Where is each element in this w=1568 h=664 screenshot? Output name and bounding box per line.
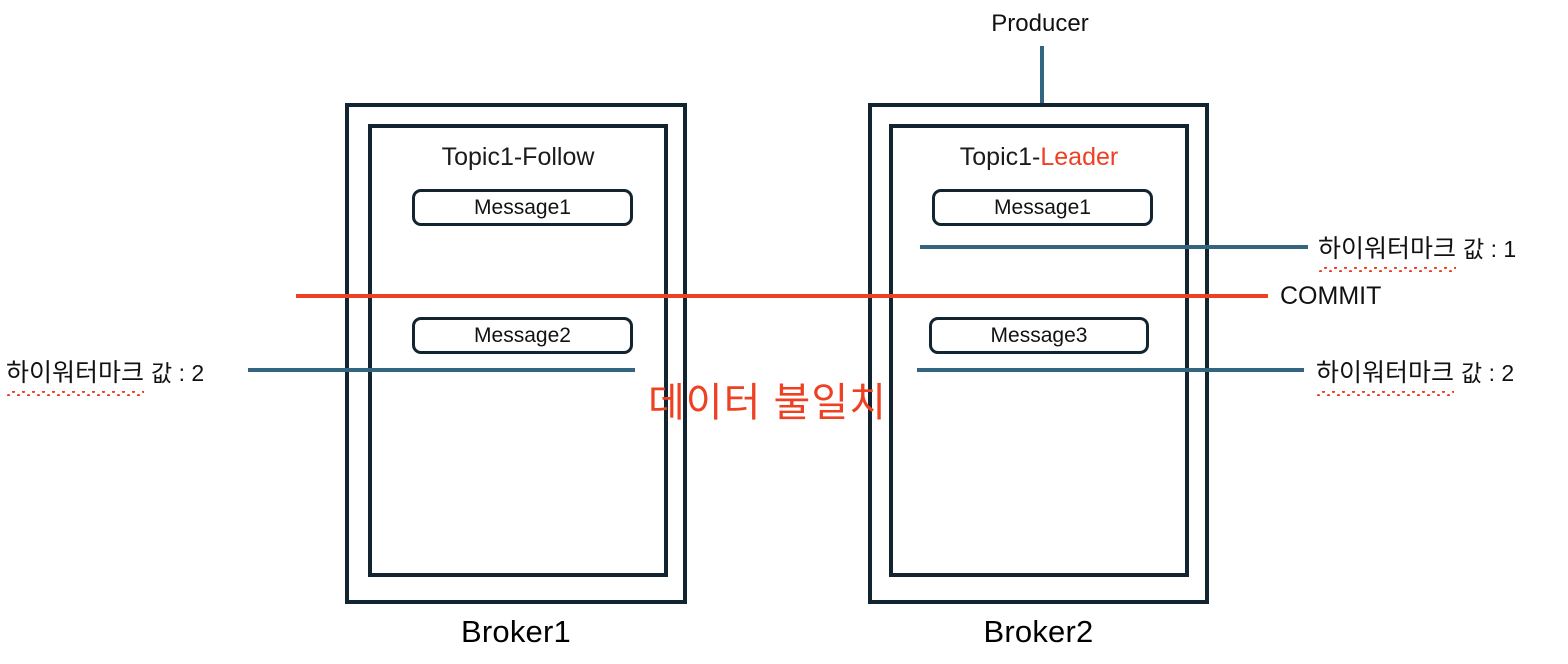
broker2-topic-role: Leader — [1040, 143, 1119, 171]
broker1-topic-role: Follow — [522, 143, 595, 171]
highwatermark-line-right-lower — [917, 368, 1304, 372]
annotation-highwatermark-right-lower-korean: 하이워터마크 — [1316, 353, 1455, 396]
data-mismatch-warning: 데이터 불일치 — [648, 381, 887, 425]
annotation-highwatermark-right-lower: 하이워터마크 값 : 2 — [1316, 353, 1515, 396]
broker1-topic-title: Topic1-Follow — [368, 143, 668, 172]
annotation-highwatermark-right-upper: 하이워터마크 값 : 1 — [1318, 229, 1517, 272]
broker2-topic-title: Topic1-Leader — [889, 143, 1189, 172]
broker1-label: Broker1 — [461, 614, 571, 649]
broker1-message-2: Message2 — [412, 317, 633, 354]
broker2-message-1-label: Message1 — [994, 195, 1091, 219]
commit-label: COMMIT — [1280, 282, 1382, 310]
highwatermark-line-right-upper — [920, 245, 1308, 249]
producer-arrow-shaft — [1040, 46, 1044, 134]
broker2-label: Broker2 — [983, 614, 1094, 649]
broker2-message-2: Message3 — [929, 317, 1149, 354]
annotation-highwatermark-right-upper-value: 값 : 1 — [1463, 236, 1517, 262]
broker2-inner-frame — [889, 124, 1189, 577]
producer-label: Producer — [991, 10, 1089, 37]
commit-line — [296, 294, 1268, 298]
annotation-highwatermark-right-upper-korean: 하이워터마크 — [1318, 229, 1457, 272]
annotation-highwatermark-left-value: 값 : 2 — [151, 360, 205, 386]
broker1-topic-prefix: Topic1- — [441, 143, 523, 171]
broker1-message-2-label: Message2 — [474, 323, 571, 347]
annotation-highwatermark-right-lower-value: 값 : 2 — [1461, 360, 1515, 386]
annotation-highwatermark-left: 하이워터마크 값 : 2 — [6, 353, 205, 396]
broker1-message-1: Message1 — [412, 189, 633, 226]
broker1-message-1-label: Message1 — [474, 195, 571, 219]
highwatermark-line-left — [248, 368, 635, 372]
broker1-inner-frame — [368, 124, 668, 577]
broker2-message-2-label: Message3 — [990, 323, 1088, 347]
annotation-highwatermark-left-korean: 하이워터마크 — [6, 353, 145, 396]
broker2-message-1: Message1 — [932, 189, 1153, 226]
broker2-topic-prefix: Topic1- — [959, 143, 1041, 171]
